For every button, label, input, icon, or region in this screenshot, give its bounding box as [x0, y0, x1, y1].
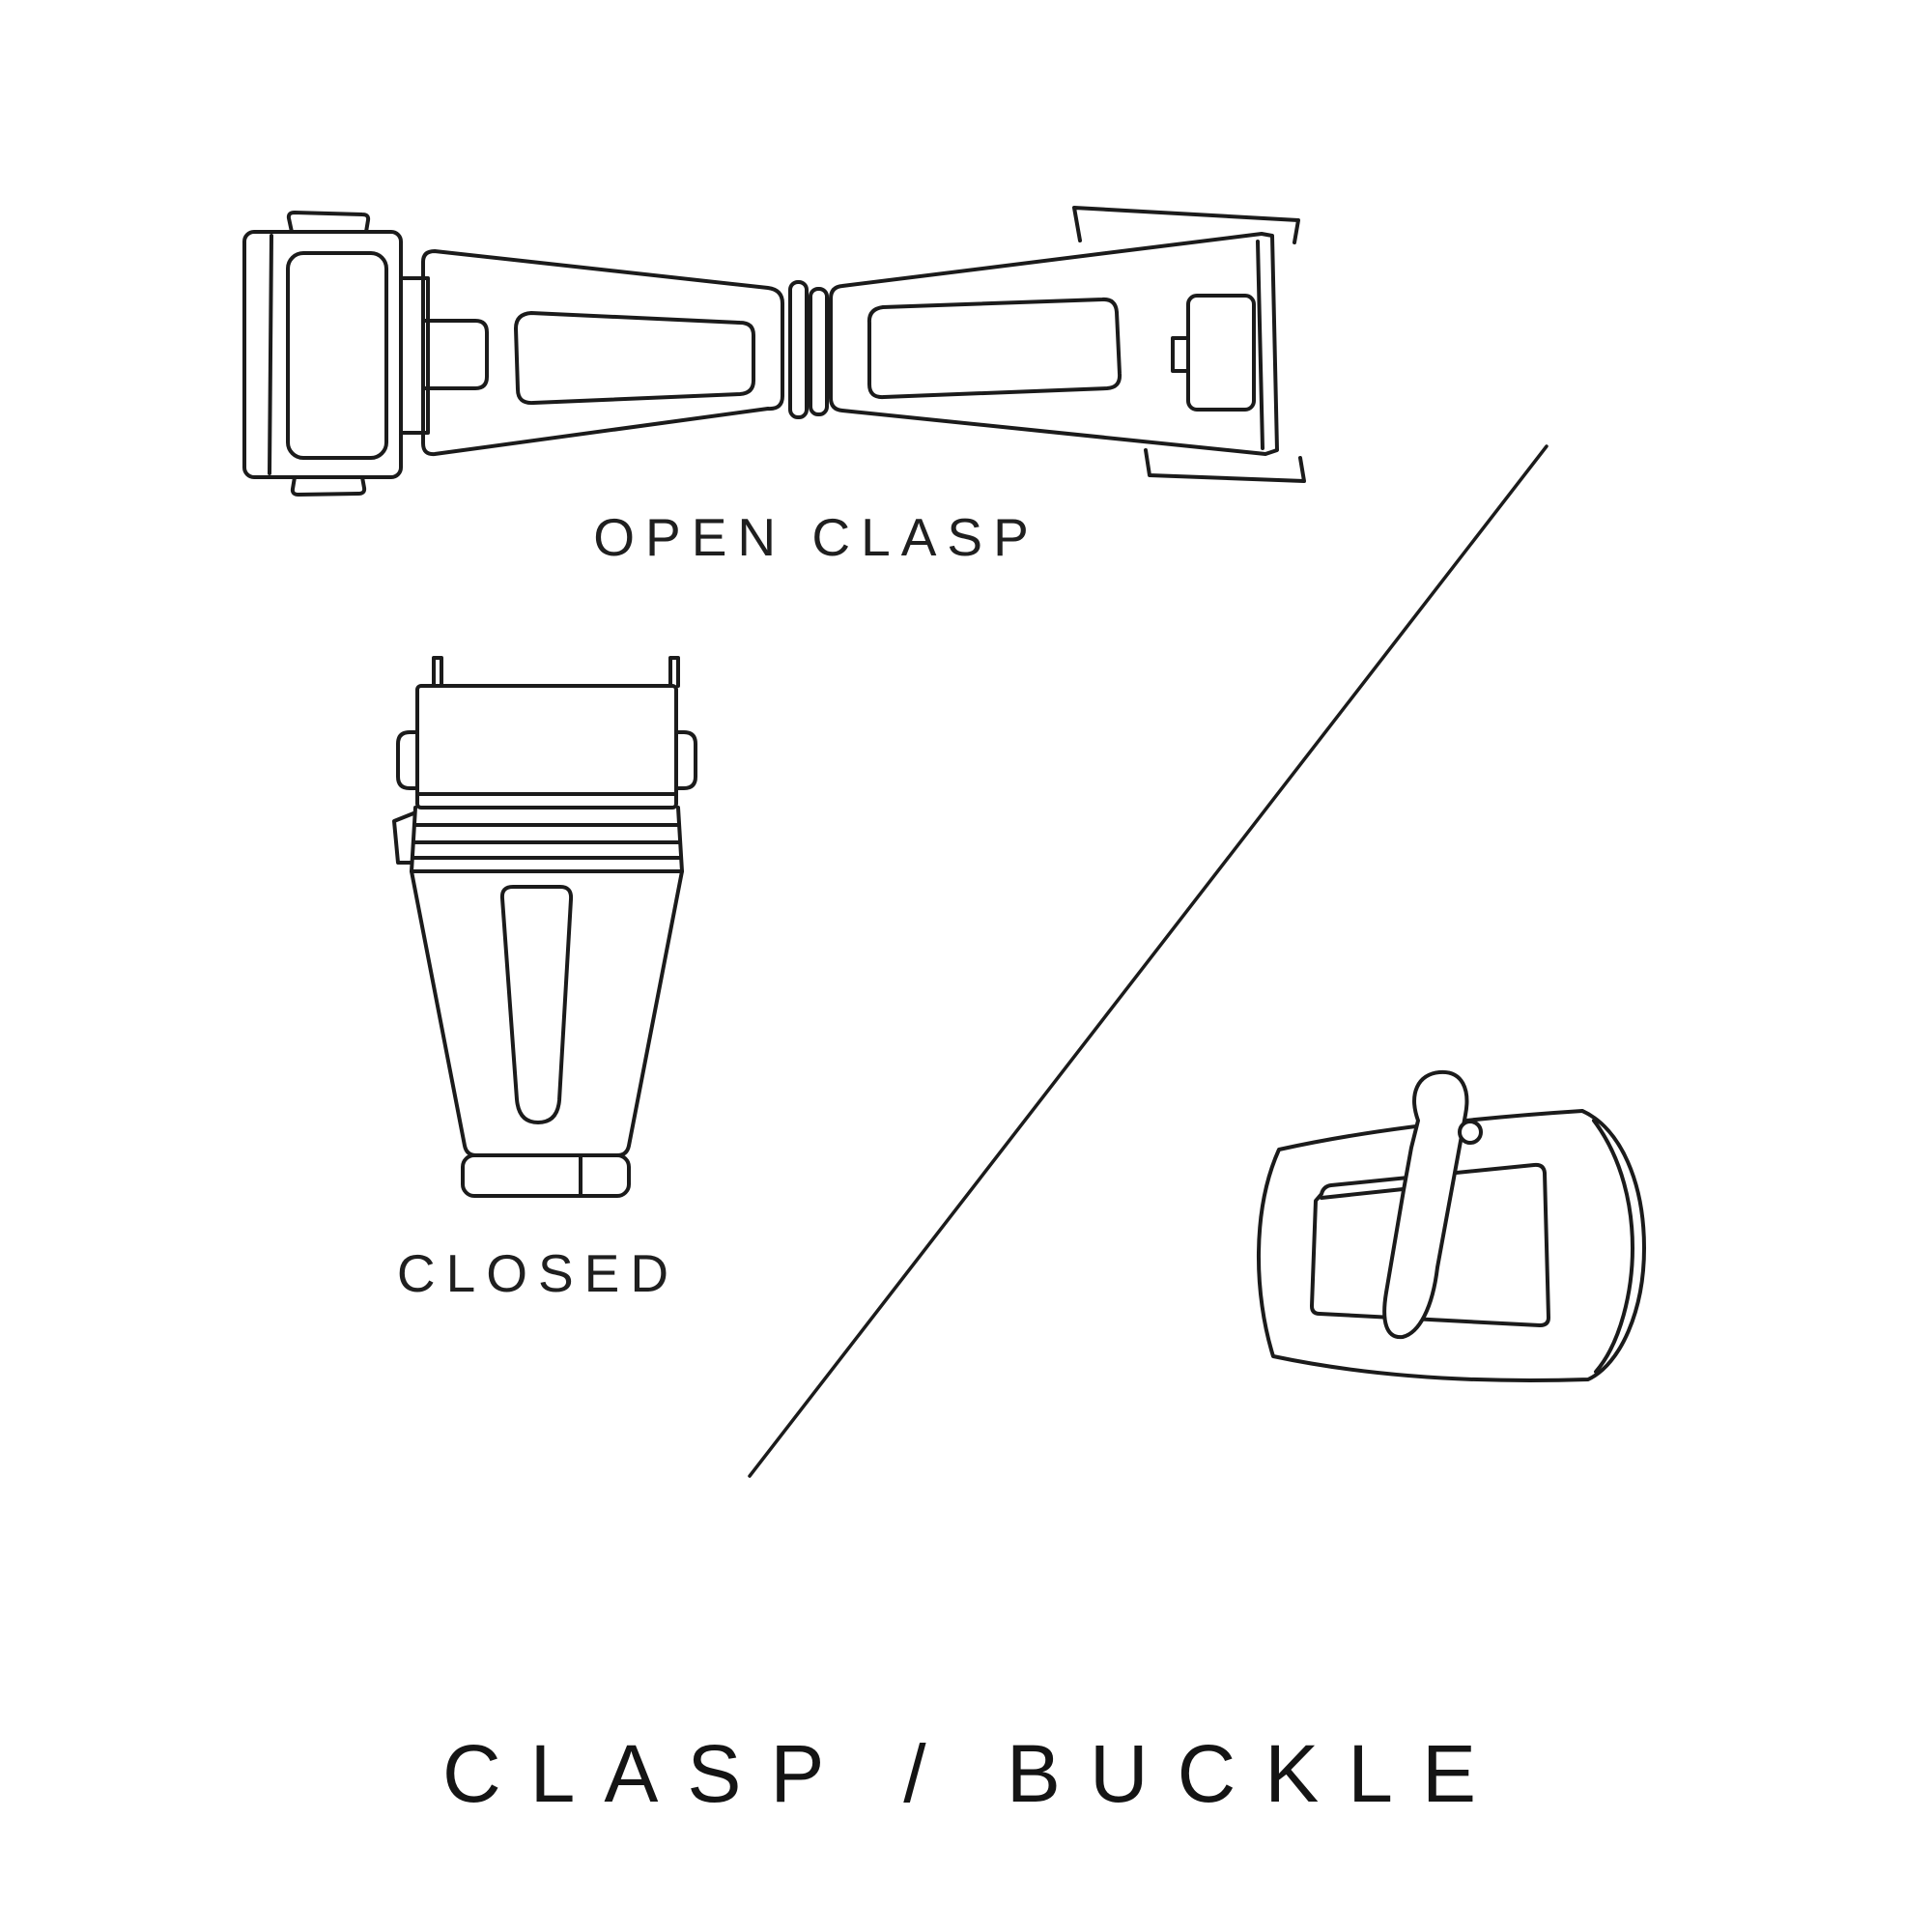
buckle-pin-loop-end	[1458, 1120, 1483, 1145]
open-clasp-hinge-bar-2	[809, 287, 829, 416]
closed-clasp-right-prong	[668, 656, 680, 688]
buckle-tongue	[1382, 1069, 1469, 1340]
closed-clasp-illustration	[392, 656, 697, 1198]
open-clasp-top-plate	[1072, 206, 1300, 244]
open-clasp-right-arm-cutout	[867, 297, 1122, 400]
closed-caption: CLOSED	[396, 1243, 680, 1303]
open-clasp-top-bump	[286, 211, 371, 234]
closed-clasp-right-tab	[674, 730, 697, 790]
closed-clasp-slot	[499, 885, 574, 1124]
open-clasp-left-fold-line	[268, 234, 273, 475]
open-clasp-right-arm	[829, 232, 1279, 456]
closed-clasp-left-prong	[432, 656, 443, 688]
open-clasp-right-notch	[1171, 336, 1190, 373]
open-clasp-hinge-bar-1	[788, 280, 809, 419]
open-clasp-right-edge-line	[1256, 240, 1264, 450]
closed-clasp-band-lines	[411, 823, 683, 860]
open-clasp-left-inner-panel	[286, 251, 388, 460]
buckle-spring-bar	[1320, 1186, 1414, 1200]
open-clasp-left-notch	[423, 319, 489, 390]
open-clasp-left-arm-cutout	[514, 311, 755, 406]
closed-clasp-band-outline	[410, 806, 684, 873]
open-clasp-right-end-cutout	[1186, 294, 1256, 412]
buckle-outer-frame	[1256, 1109, 1646, 1382]
open-clasp-connector	[399, 276, 430, 435]
open-clasp-bottom-bump	[290, 475, 367, 497]
closed-clasp-top-block	[415, 684, 678, 810]
open-clasp-bottom-lip	[1144, 448, 1306, 483]
buckle-right-bar-shading	[1592, 1119, 1634, 1374]
closed-clasp-left-tab	[396, 730, 419, 790]
closed-clasp-left-bracket	[392, 811, 415, 865]
page-title: CLASP / BUCKLE	[441, 1728, 1506, 1819]
closed-clasp-base	[461, 1153, 631, 1198]
open-clasp-caption: OPEN CLASP	[593, 507, 1039, 567]
open-clasp-illustration	[242, 206, 1306, 497]
tang-buckle-illustration	[1256, 1069, 1646, 1382]
open-clasp-left-arm	[421, 249, 784, 457]
closed-clasp-body	[410, 869, 684, 1157]
diagonal-divider-line	[748, 444, 1548, 1478]
buckle-inner-opening	[1310, 1162, 1550, 1327]
